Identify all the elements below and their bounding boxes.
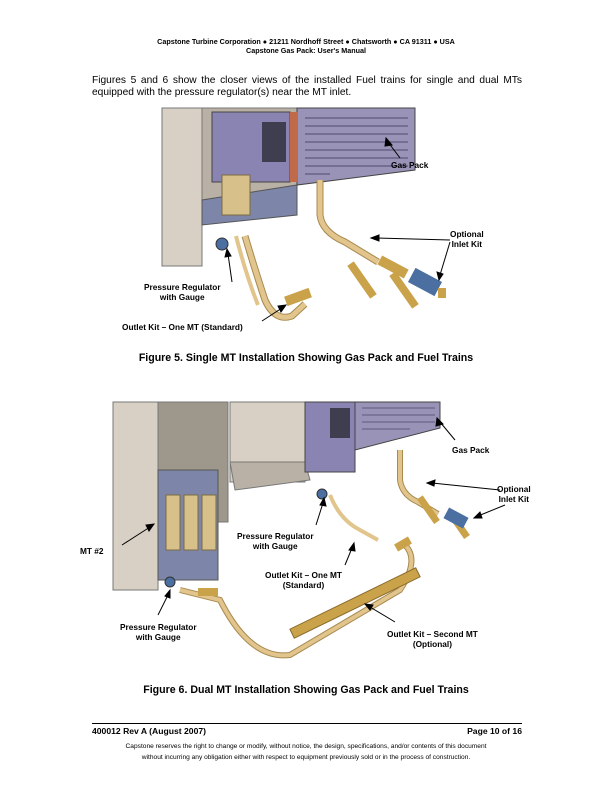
mt2-compartment-3 bbox=[201, 494, 217, 551]
mt1-fan-grille bbox=[330, 408, 350, 438]
fig6-gas-pack-label: Gas Pack bbox=[452, 445, 490, 455]
footer-disclaimer-line1: Capstone reserves the right to change or… bbox=[125, 743, 487, 750]
figure6-illustration bbox=[112, 401, 506, 659]
fig6-outlet-kit-second-label: Outlet Kit – Second MT (Optional) bbox=[387, 629, 478, 649]
fig5-outlet-kit-label: Outlet Kit – One MT (Standard) bbox=[122, 322, 243, 332]
intro-paragraph: Figures 5 and 6 show the closer views of… bbox=[92, 75, 522, 98]
mt2-compartment-2 bbox=[183, 494, 199, 551]
outlet-fitting bbox=[284, 287, 312, 307]
footer-page-number: Page 10 of 16 bbox=[467, 726, 522, 736]
fig6-mt2-label: MT #2 bbox=[80, 546, 104, 556]
mt-compartment bbox=[221, 174, 251, 216]
mt2-compartment-1 bbox=[165, 494, 181, 551]
lower-fitting bbox=[198, 588, 218, 596]
figure5-illustration bbox=[161, 107, 451, 322]
inlet-valve-blue bbox=[408, 267, 442, 297]
fig5-gas-pack-label: Gas Pack bbox=[391, 160, 429, 170]
footer-divider bbox=[92, 723, 522, 724]
inlet-pipe-outline bbox=[316, 180, 380, 265]
fig6-pressure-regulator-lower-label: Pressure Regulator with Gauge bbox=[120, 622, 197, 642]
fig6-outlet-kit-one-label: Outlet Kit – One MT (Standard) bbox=[265, 570, 342, 590]
mt1-base bbox=[229, 461, 311, 491]
fig6-pressure-regulator-upper-label: Pressure Regulator with Gauge bbox=[237, 531, 314, 551]
inlet-pipe bbox=[398, 450, 440, 516]
mt-fan-grille bbox=[262, 122, 286, 162]
gas-pack-louvers bbox=[305, 117, 408, 175]
footer-disclaimer-line2: without incurring any obligation either … bbox=[141, 754, 471, 761]
figure5-arrows bbox=[224, 136, 451, 322]
gas-pack-body bbox=[354, 401, 441, 451]
inlet-stand-1 bbox=[416, 495, 440, 525]
fig5-pressure-regulator-label: Pressure Regulator with Gauge bbox=[144, 282, 221, 302]
fig6-optional-inlet-kit-label: Optional Inlet Kit bbox=[497, 484, 531, 504]
footer-doc-id: 400012 Rev A (August 2007) bbox=[92, 726, 206, 736]
outlet-pipe-outline bbox=[241, 235, 308, 321]
figure5-caption: Figure 5. Single MT Installation Showing… bbox=[138, 352, 474, 364]
pressure-regulator-gauge bbox=[215, 237, 229, 251]
inlet-end bbox=[438, 288, 446, 298]
inlet-fitting bbox=[377, 255, 409, 279]
outlet-pipe-2 bbox=[234, 235, 260, 306]
mt2-cabinet-side bbox=[112, 401, 159, 591]
fig5-optional-inlet-kit-label: Optional Inlet Kit bbox=[450, 229, 484, 249]
mt-cabinet-side bbox=[161, 107, 203, 267]
outlet-pipe-one bbox=[328, 494, 379, 542]
inlet-stand-1 bbox=[347, 261, 377, 299]
figure6-caption: Figure 6. Dual MT Installation Showing G… bbox=[143, 684, 469, 696]
outlet-pipe bbox=[242, 235, 307, 320]
inlet-valve-blue bbox=[443, 507, 469, 529]
upper-fitting bbox=[394, 536, 412, 552]
header-manual-title: Capstone Gas Pack: User's Manual bbox=[246, 46, 366, 55]
outlet-pipe-second bbox=[179, 543, 414, 658]
header-address: Capstone Turbine Corporation ● 21211 Nor… bbox=[157, 37, 455, 46]
gas-pack-edge bbox=[290, 112, 298, 182]
inlet-pipe bbox=[317, 180, 380, 265]
inlet-stand-2 bbox=[389, 271, 419, 309]
pressure-regulator-upper-gauge bbox=[316, 488, 328, 500]
gas-pack-louvers bbox=[362, 407, 435, 430]
second-mt-rail bbox=[289, 567, 421, 639]
figure6-arrows bbox=[121, 416, 506, 623]
pressure-regulator-lower-gauge bbox=[164, 576, 176, 588]
